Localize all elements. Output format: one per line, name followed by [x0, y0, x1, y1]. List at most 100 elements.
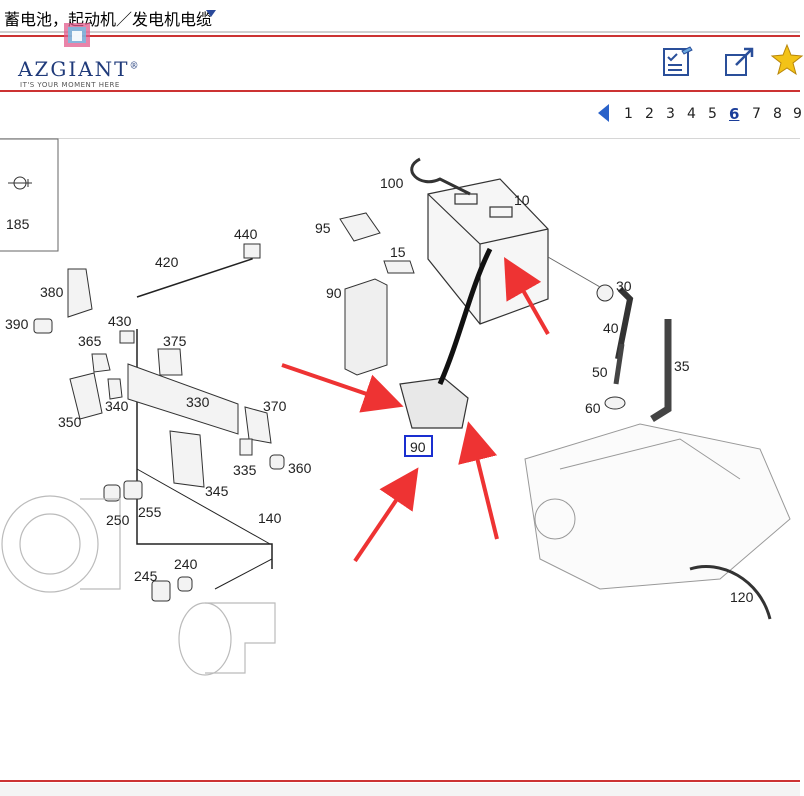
part-240-nut[interactable]	[177, 576, 193, 592]
part-label-350[interactable]: 350	[58, 414, 82, 430]
brand-logo: AZGIANT®	[18, 57, 139, 81]
fullscreen-icon[interactable]	[722, 45, 756, 79]
battery-cable	[437, 247, 493, 386]
part-360-nut[interactable]	[269, 454, 285, 470]
part-330-distributor[interactable]	[127, 363, 239, 435]
footer	[0, 783, 800, 796]
part-350-cover[interactable]	[69, 372, 103, 420]
part-label-430[interactable]: 430	[108, 313, 132, 329]
part-90-terminal-block[interactable]	[399, 377, 469, 429]
part-440-clip[interactable]	[243, 243, 261, 259]
page-link-2[interactable]: 2	[645, 106, 654, 122]
part-15-pad[interactable]	[383, 260, 415, 274]
part-430-clip[interactable]	[119, 330, 135, 344]
part-label-140[interactable]: 140	[258, 510, 282, 526]
page-link-3[interactable]: 3	[666, 106, 675, 122]
engine-illustration	[524, 423, 791, 590]
part-label-120[interactable]: 120	[730, 589, 754, 605]
checklist-icon[interactable]	[660, 45, 694, 79]
page-link-6-current[interactable]: 6	[729, 105, 740, 123]
annotation-arrow	[353, 467, 419, 563]
part-335-clip[interactable]	[239, 438, 253, 456]
part-375-cover[interactable]	[157, 348, 183, 376]
alternator-illustration	[1, 495, 121, 593]
part-label-380[interactable]: 380	[40, 284, 64, 300]
title-dropdown-icon[interactable]	[206, 10, 216, 17]
part-label-10[interactable]: 10	[514, 192, 530, 208]
part-label-375[interactable]: 375	[163, 333, 187, 349]
part-label-15[interactable]: 15	[390, 244, 406, 260]
page-link-5[interactable]: 5	[708, 106, 717, 122]
prev-page-icon[interactable]	[598, 104, 609, 122]
part-370-cover[interactable]	[244, 406, 272, 444]
part-255-cap[interactable]	[123, 480, 143, 500]
part-380-bracket[interactable]	[67, 268, 93, 318]
part-30-cap[interactable]	[596, 284, 614, 302]
divider	[0, 780, 800, 782]
page-link-7[interactable]: 7	[752, 106, 761, 122]
app-logo-icon	[64, 23, 90, 47]
part-label-90-upper[interactable]: 90	[326, 285, 342, 301]
part-35-cable[interactable]	[650, 319, 672, 422]
header: AZGIANT® IT'S YOUR MOMENT HERE	[0, 23, 804, 90]
part-100-cable[interactable]	[410, 157, 471, 196]
part-95-cover[interactable]	[339, 212, 381, 242]
part-label-50[interactable]: 50	[592, 364, 608, 380]
part-label-365[interactable]: 365	[78, 333, 102, 349]
part-label-340[interactable]: 340	[105, 398, 129, 414]
annotation-arrow	[458, 421, 499, 540]
part-label-390[interactable]: 390	[5, 316, 29, 332]
part-label-255[interactable]: 255	[138, 504, 162, 520]
inset-box	[0, 138, 59, 252]
annotation-arrow	[281, 363, 404, 413]
part-label-30[interactable]: 30	[616, 278, 632, 294]
divider	[0, 31, 800, 33]
leader-line	[214, 544, 273, 590]
part-label-240[interactable]: 240	[174, 556, 198, 572]
part-345-fuse-box[interactable]	[169, 430, 205, 488]
part-label-330[interactable]: 330	[186, 394, 210, 410]
divider	[0, 138, 800, 139]
part-label-185[interactable]: 185	[6, 216, 30, 232]
part-label-60[interactable]: 60	[585, 400, 601, 416]
part-label-35[interactable]: 35	[674, 358, 690, 374]
part-365-terminal[interactable]	[91, 353, 111, 373]
leader-line	[136, 468, 271, 545]
part-label-245[interactable]: 245	[134, 568, 158, 584]
part-label-100[interactable]: 100	[380, 175, 404, 191]
part-340-terminal[interactable]	[107, 378, 123, 400]
part-label-420[interactable]: 420	[155, 254, 179, 270]
part-120-ground-cable[interactable]	[689, 564, 772, 620]
part-250-nut[interactable]	[103, 484, 121, 502]
brand-slogan: IT'S YOUR MOMENT HERE	[20, 81, 120, 89]
divider	[0, 90, 800, 92]
part-label-370[interactable]: 370	[263, 398, 287, 414]
part-label-360[interactable]: 360	[288, 460, 312, 476]
starter-illustration	[178, 602, 276, 676]
part-label-335[interactable]: 335	[233, 462, 257, 478]
part-label-345[interactable]: 345	[205, 483, 229, 499]
part-245-cap[interactable]	[151, 580, 171, 602]
annotation-arrows	[281, 257, 550, 563]
part-label-95[interactable]: 95	[315, 220, 331, 236]
brand-reg: ®	[129, 61, 139, 72]
part-50-sleeve[interactable]	[613, 343, 625, 385]
part-label-40[interactable]: 40	[603, 320, 619, 336]
part-40-cable-end[interactable]	[615, 286, 634, 360]
title-bar: 蓄电池，起动机／发电机电缆	[0, 0, 800, 34]
part-90-bracket[interactable]	[344, 278, 388, 376]
part-60-grommet[interactable]	[604, 396, 626, 410]
page-link-9[interactable]: 9	[793, 106, 802, 122]
page-link-8[interactable]: 8	[773, 106, 782, 122]
page-link-4[interactable]: 4	[687, 106, 696, 122]
part-label-90-highlighted[interactable]: 90	[410, 439, 426, 455]
star-icon[interactable]	[770, 43, 804, 77]
part-390-cap[interactable]	[33, 318, 53, 334]
parts-diagram: 185	[0, 138, 791, 676]
pagination: 1 2 3 4 5 6 7 8 9	[0, 92, 802, 138]
window-title: 蓄电池，起动机／发电机电缆	[4, 10, 213, 29]
page-link-1[interactable]: 1	[624, 106, 633, 122]
part-label-250[interactable]: 250	[106, 512, 130, 528]
part-label-440[interactable]: 440	[234, 226, 258, 242]
part-185-screw[interactable]	[8, 176, 32, 190]
